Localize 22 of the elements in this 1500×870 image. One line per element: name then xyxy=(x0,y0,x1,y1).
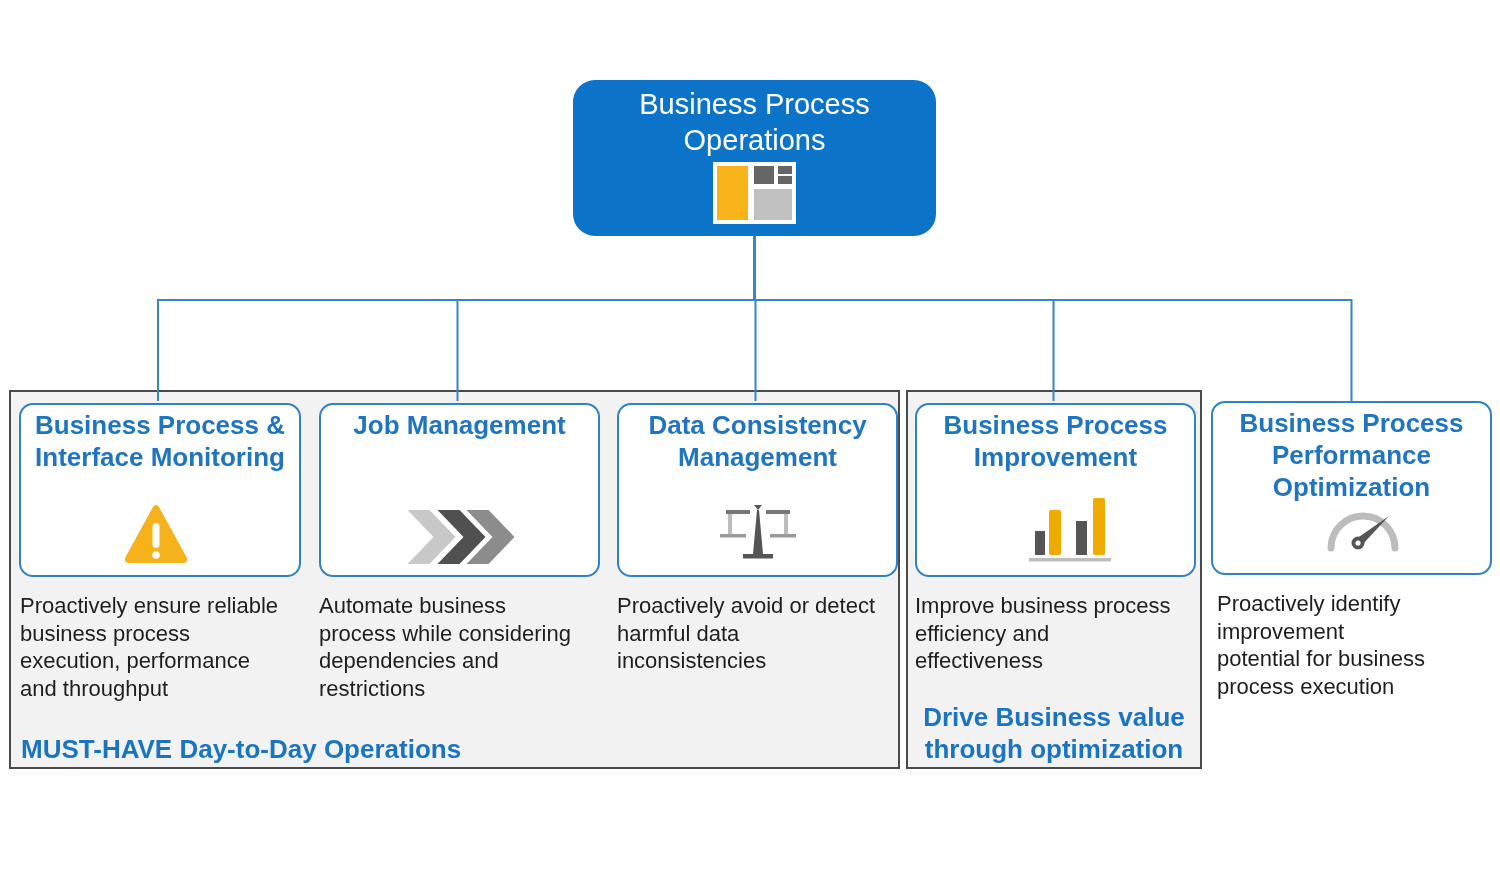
process-title: Business Process Operations xyxy=(638,87,871,158)
card-title: Job Management xyxy=(353,409,566,441)
category-card xyxy=(915,403,1196,577)
category-card xyxy=(1211,401,1492,575)
description-text: Automate business process while considering dependencies and restrictions xyxy=(319,592,572,702)
description-text: Proactively identify improvement potential for business process execution xyxy=(1217,590,1426,700)
card-title: Data Consistency Management xyxy=(647,409,868,473)
description-text: Proactively ensure reliable business process execution, performance and throughput xyxy=(20,592,280,702)
description-text: Improve business process efficiency and effectiveness xyxy=(915,592,1172,675)
group-panel xyxy=(9,390,900,769)
category-card xyxy=(617,403,898,577)
card-title: Business Process & Interface Monitoring xyxy=(34,409,286,473)
connector-line xyxy=(753,235,1353,402)
card-title: Business Process Improvement xyxy=(942,409,1169,473)
category-card xyxy=(319,403,600,577)
category-card xyxy=(19,403,301,577)
card-title: Business Process Performance Optimization xyxy=(1238,407,1465,503)
group-label: Drive Business value through optimization xyxy=(922,701,1186,765)
group-panel xyxy=(906,390,1202,769)
process-box xyxy=(573,80,936,236)
group-label: MUST-HAVE Day-to-Day Operations xyxy=(21,733,463,765)
description-text: Proactively avoid or detect harmful data inconsistencies xyxy=(617,592,877,675)
